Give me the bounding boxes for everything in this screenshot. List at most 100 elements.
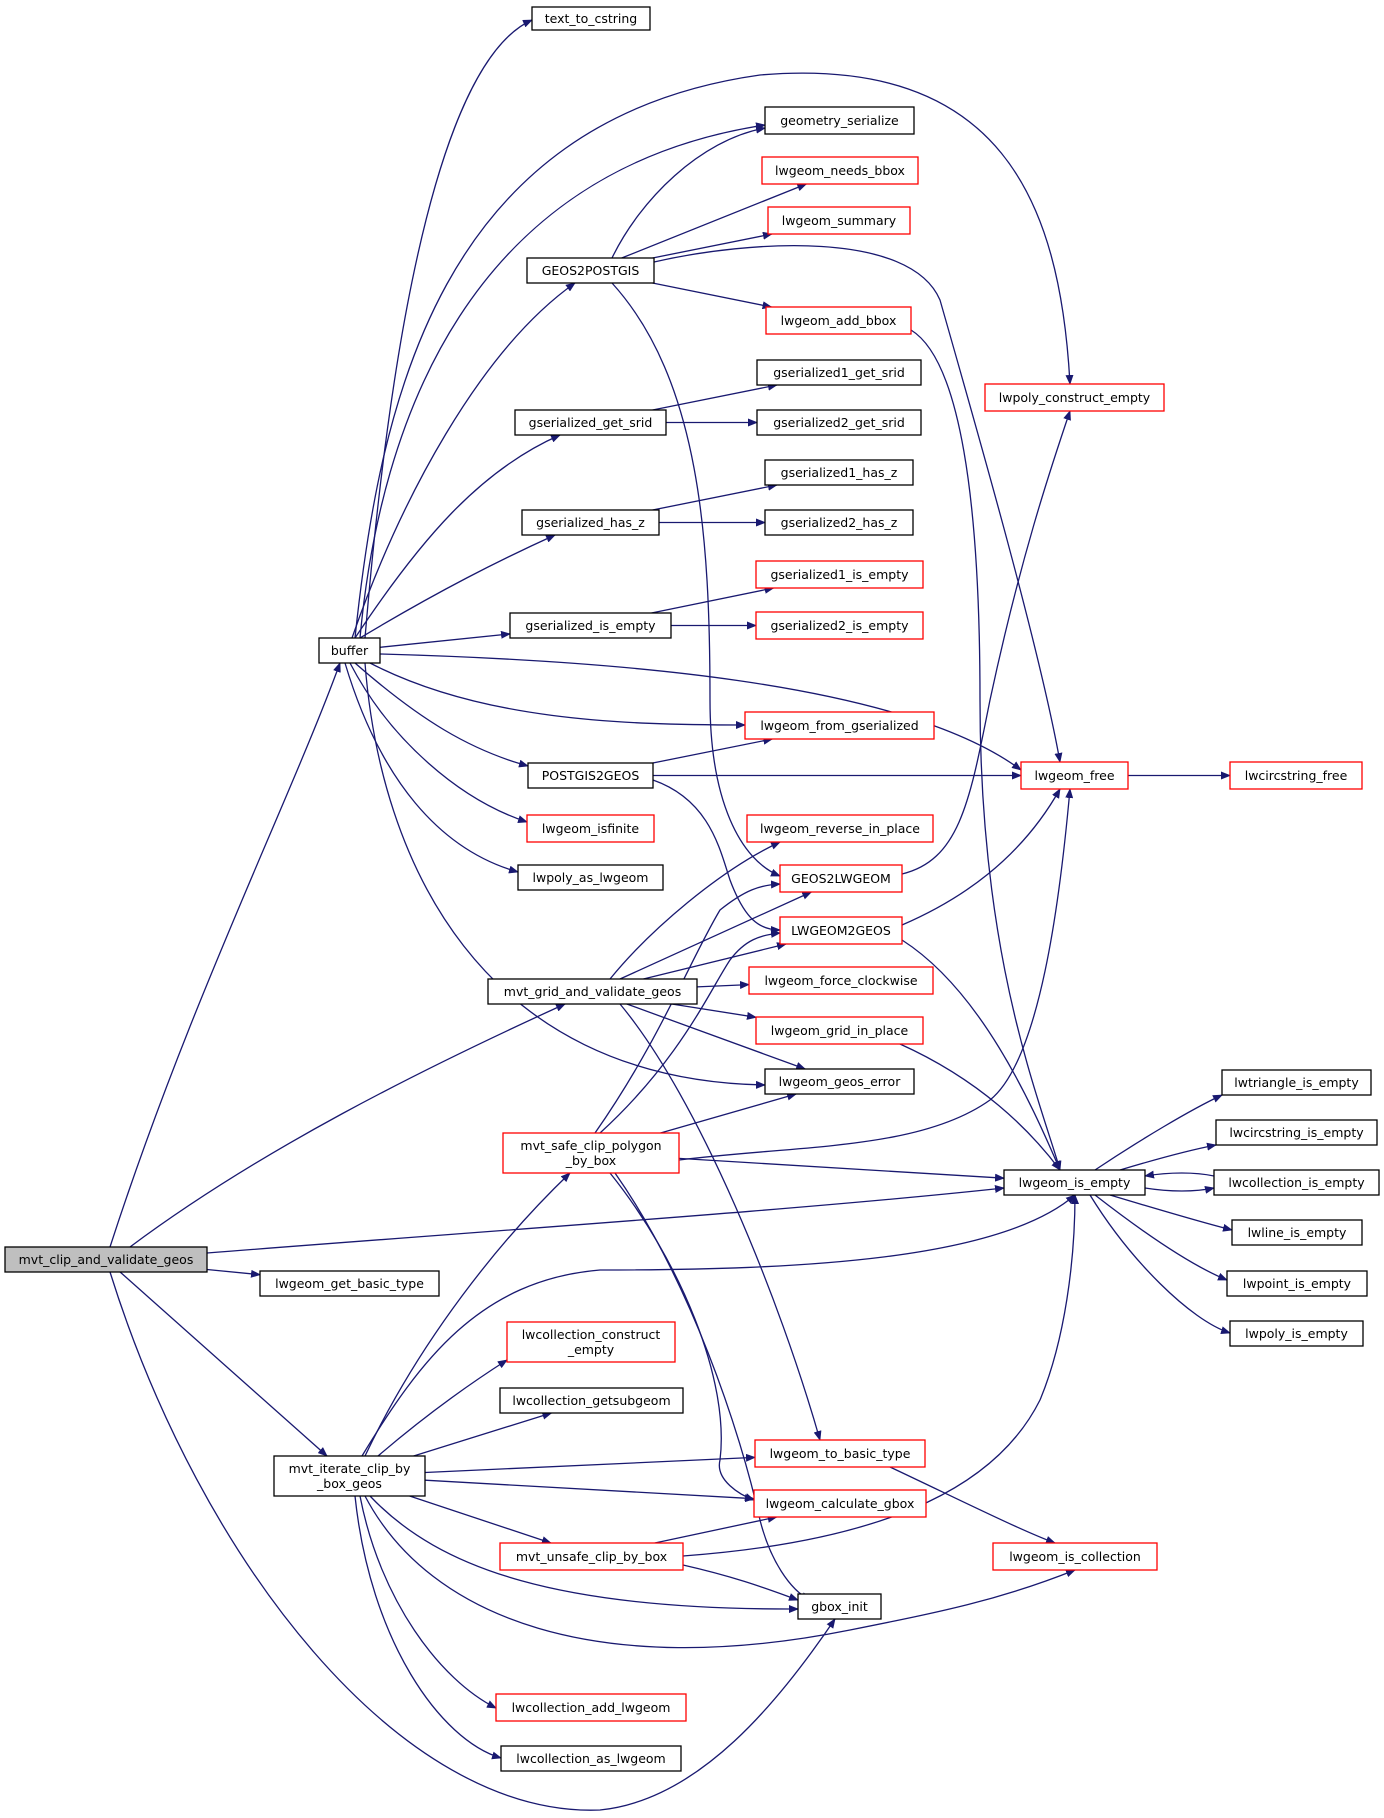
node-box[interactable] bbox=[797, 1593, 882, 1620]
node-box[interactable] bbox=[1215, 1119, 1378, 1146]
node-box[interactable] bbox=[495, 1693, 687, 1722]
node-box[interactable] bbox=[984, 383, 1165, 412]
node-mvt_unsafe_clip_by_box[interactable]: mvt_unsafe_clip_by_box bbox=[499, 1542, 684, 1571]
node-POSTGIS2GEOS[interactable]: POSTGIS2GEOS bbox=[527, 762, 654, 789]
node-gserialized2_get_srid[interactable]: gserialized2_get_srid bbox=[756, 409, 922, 436]
node-box[interactable] bbox=[273, 1455, 426, 1497]
node-box[interactable] bbox=[754, 1439, 926, 1468]
node-box[interactable] bbox=[1221, 1069, 1372, 1096]
node-box[interactable] bbox=[4, 1246, 208, 1273]
node-box[interactable] bbox=[502, 1132, 680, 1174]
node-mvt_safe_clip_polygon_by_box[interactable]: mvt_safe_clip_polygon_by_box bbox=[502, 1132, 680, 1174]
node-lwgeom_get_basic_type[interactable]: lwgeom_get_basic_type bbox=[259, 1270, 440, 1297]
node-gserialized2_has_z[interactable]: gserialized2_has_z bbox=[764, 509, 914, 536]
node-box[interactable] bbox=[509, 612, 672, 639]
node-box[interactable] bbox=[259, 1270, 440, 1297]
node-lwline_is_empty[interactable]: lwline_is_empty bbox=[1231, 1219, 1363, 1246]
node-lwgeom_geos_error[interactable]: lwgeom_geos_error bbox=[764, 1068, 915, 1095]
node-box[interactable] bbox=[755, 560, 924, 589]
node-box[interactable] bbox=[779, 916, 903, 945]
node-box[interactable] bbox=[527, 762, 654, 789]
node-box[interactable] bbox=[1020, 761, 1129, 790]
node-GEOS2POSTGIS[interactable]: GEOS2POSTGIS bbox=[526, 257, 655, 284]
node-LWGEOM2GEOS[interactable]: LWGEOM2GEOS bbox=[779, 916, 903, 945]
node-box[interactable] bbox=[526, 257, 655, 284]
node-gserialized2_is_empty[interactable]: gserialized2_is_empty bbox=[755, 611, 924, 640]
node-box[interactable] bbox=[765, 306, 912, 335]
node-lwcircstring_free[interactable]: lwcircstring_free bbox=[1229, 761, 1363, 790]
node-box[interactable] bbox=[499, 1542, 684, 1571]
node-root[interactable]: mvt_clip_and_validate_geos bbox=[4, 1246, 208, 1273]
node-lwcollection_getsubgeom[interactable]: lwcollection_getsubgeom bbox=[499, 1387, 684, 1414]
node-box[interactable] bbox=[526, 814, 655, 843]
node-lwtriangle_is_empty[interactable]: lwtriangle_is_empty bbox=[1221, 1069, 1372, 1096]
node-lwgeom_needs_bbox[interactable]: lwgeom_needs_bbox bbox=[761, 156, 919, 185]
node-geometry_serialize[interactable]: geometry_serialize bbox=[764, 106, 915, 135]
node-box[interactable] bbox=[500, 1745, 682, 1772]
node-lwgeom_add_bbox[interactable]: lwgeom_add_bbox bbox=[765, 306, 912, 335]
node-lwgeom_from_gserialized[interactable]: lwgeom_from_gserialized bbox=[744, 711, 935, 740]
node-box[interactable] bbox=[779, 864, 903, 893]
node-gserialized_has_z[interactable]: gserialized_has_z bbox=[521, 509, 660, 536]
node-gserialized_is_empty[interactable]: gserialized_is_empty bbox=[509, 612, 672, 639]
node-box[interactable] bbox=[755, 1016, 924, 1045]
node-box[interactable] bbox=[1003, 1169, 1146, 1196]
node-box[interactable] bbox=[531, 6, 651, 31]
node-box[interactable] bbox=[764, 509, 914, 536]
node-gserialized1_get_srid[interactable]: gserialized1_get_srid bbox=[756, 359, 922, 386]
node-box[interactable] bbox=[767, 206, 911, 235]
node-box[interactable] bbox=[514, 409, 667, 436]
node-box[interactable] bbox=[764, 459, 914, 486]
node-buffer[interactable]: buffer bbox=[318, 637, 381, 664]
node-gbox_init[interactable]: gbox_init bbox=[797, 1593, 882, 1620]
node-lwgeom_reverse_in_place[interactable]: lwgeom_reverse_in_place bbox=[746, 814, 934, 843]
node-box[interactable] bbox=[756, 359, 922, 386]
node-lwgeom_summary[interactable]: lwgeom_summary bbox=[767, 206, 911, 235]
node-box[interactable] bbox=[744, 711, 935, 740]
node-box[interactable] bbox=[761, 156, 919, 185]
node-lwcircstring_is_empty[interactable]: lwcircstring_is_empty bbox=[1215, 1119, 1378, 1146]
node-box[interactable] bbox=[487, 978, 698, 1005]
node-box[interactable] bbox=[1229, 1320, 1364, 1347]
node-box[interactable] bbox=[992, 1542, 1158, 1571]
node-box[interactable] bbox=[756, 409, 922, 436]
node-mvt_iterate_clip_by_box_geos[interactable]: mvt_iterate_clip_by_box_geos bbox=[273, 1455, 426, 1497]
node-text_to_cstring[interactable]: text_to_cstring bbox=[531, 6, 651, 31]
node-gserialized_get_srid[interactable]: gserialized_get_srid bbox=[514, 409, 667, 436]
node-box[interactable] bbox=[746, 814, 934, 843]
node-box[interactable] bbox=[764, 1068, 915, 1095]
node-lwpoly_construct_empty[interactable]: lwpoly_construct_empty bbox=[984, 383, 1165, 412]
node-box[interactable] bbox=[1231, 1219, 1363, 1246]
node-box[interactable] bbox=[499, 1387, 684, 1414]
node-GEOS2LWGEOM[interactable]: GEOS2LWGEOM bbox=[779, 864, 903, 893]
node-lwcollection_construct_empty[interactable]: lwcollection_construct_empty bbox=[506, 1321, 676, 1363]
node-box[interactable] bbox=[521, 509, 660, 536]
node-lwpoint_is_empty[interactable]: lwpoint_is_empty bbox=[1226, 1270, 1368, 1297]
node-gserialized1_is_empty[interactable]: gserialized1_is_empty bbox=[755, 560, 924, 589]
node-box[interactable] bbox=[1226, 1270, 1368, 1297]
node-box[interactable] bbox=[1229, 761, 1363, 790]
node-lwgeom_isfinite[interactable]: lwgeom_isfinite bbox=[526, 814, 655, 843]
node-box[interactable] bbox=[318, 637, 381, 664]
node-lwgeom_free[interactable]: lwgeom_free bbox=[1020, 761, 1129, 790]
node-lwgeom_force_clockwise[interactable]: lwgeom_force_clockwise bbox=[748, 966, 934, 995]
node-box[interactable] bbox=[755, 611, 924, 640]
node-lwpoly_is_empty[interactable]: lwpoly_is_empty bbox=[1229, 1320, 1364, 1347]
node-lwgeom_grid_in_place[interactable]: lwgeom_grid_in_place bbox=[755, 1016, 924, 1045]
node-lwgeom_is_collection[interactable]: lwgeom_is_collection bbox=[992, 1542, 1158, 1571]
node-lwcollection_is_empty[interactable]: lwcollection_is_empty bbox=[1213, 1169, 1380, 1196]
node-mvt_grid_and_validate_geos[interactable]: mvt_grid_and_validate_geos bbox=[487, 978, 698, 1005]
node-box[interactable] bbox=[753, 1489, 927, 1518]
node-lwgeom_to_basic_type[interactable]: lwgeom_to_basic_type bbox=[754, 1439, 926, 1468]
node-lwgeom_calculate_gbox[interactable]: lwgeom_calculate_gbox bbox=[753, 1489, 927, 1518]
node-lwcollection_as_lwgeom[interactable]: lwcollection_as_lwgeom bbox=[500, 1745, 682, 1772]
node-lwcollection_add_lwgeom[interactable]: lwcollection_add_lwgeom bbox=[495, 1693, 687, 1722]
node-box[interactable] bbox=[748, 966, 934, 995]
node-box[interactable] bbox=[506, 1321, 676, 1363]
node-box[interactable] bbox=[1213, 1169, 1380, 1196]
node-lwpoly_as_lwgeom[interactable]: lwpoly_as_lwgeom bbox=[517, 864, 664, 891]
node-box[interactable] bbox=[517, 864, 664, 891]
node-box[interactable] bbox=[764, 106, 915, 135]
node-lwgeom_is_empty[interactable]: lwgeom_is_empty bbox=[1003, 1169, 1146, 1196]
node-gserialized1_has_z[interactable]: gserialized1_has_z bbox=[764, 459, 914, 486]
